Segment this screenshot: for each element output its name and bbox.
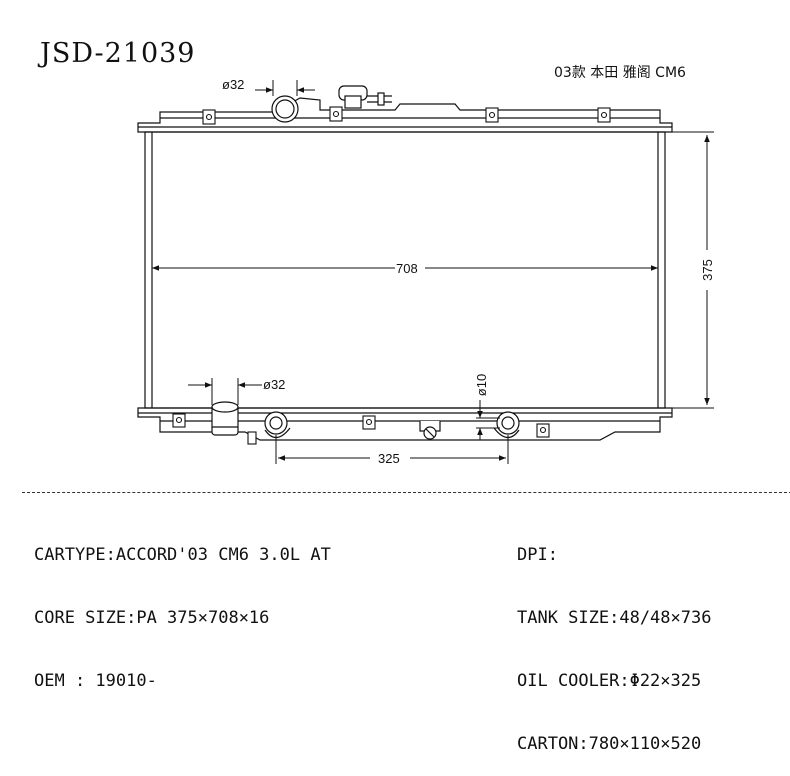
dim-bottom-outlet bbox=[188, 378, 262, 405]
spec-oil-cooler: OIL COOLER:Φ22×325 bbox=[517, 671, 702, 691]
spec-divider bbox=[22, 492, 790, 493]
filler-cap bbox=[338, 85, 392, 109]
top-mount-tabs bbox=[202, 106, 611, 125]
spec-cartype: CARTYPE:ACCORD'03 CM6 3.0L AT bbox=[34, 545, 331, 565]
spec-oem: OEM : 19010- bbox=[34, 671, 157, 691]
dim-oil-cooler-pitch-label: 325 bbox=[378, 451, 400, 466]
dim-oil-port bbox=[476, 400, 500, 440]
bottom-outlet-pipe bbox=[211, 401, 239, 436]
dim-core-width-label: 708 bbox=[396, 261, 418, 276]
oil-cooler-fittings bbox=[264, 411, 520, 439]
dim-core-height bbox=[666, 131, 714, 409]
dim-oil-port-label: ø10 bbox=[474, 374, 489, 396]
model-note: 03款 本田 雅阁 CM6 bbox=[554, 65, 686, 81]
spec-core-size: CORE SIZE:PA 375×708×16 bbox=[34, 608, 270, 628]
bottom-mount-tabs bbox=[172, 413, 550, 445]
spec-carton: CARTON:780×110×520 bbox=[517, 734, 702, 754]
part-number: JSD-21039 bbox=[40, 38, 196, 69]
dim-core-height-label: 375 bbox=[700, 259, 715, 281]
dim-bottom-outlet-label: ø32 bbox=[263, 377, 285, 392]
top-inlet-pipe bbox=[271, 95, 299, 123]
dim-top-inlet bbox=[255, 80, 315, 96]
dim-top-inlet-label: ø32 bbox=[222, 77, 244, 92]
spec-right-block: DPI: TANK SIZE:48/48×736 OIL COOLER:Φ22×… bbox=[517, 503, 711, 776]
dim-oil-cooler-pitch bbox=[275, 435, 509, 464]
top-tank bbox=[137, 97, 673, 133]
drain-cock bbox=[419, 421, 441, 440]
spec-dpi: DPI: bbox=[517, 545, 558, 565]
spec-tank-size: TANK SIZE:48/48×736 bbox=[517, 608, 712, 628]
radiator-drawing: ø32 708 375 ø32 ø10 325 bbox=[137, 77, 715, 466]
spec-left-block: CARTYPE:ACCORD'03 CM6 3.0L AT CORE SIZE:… bbox=[34, 503, 331, 713]
